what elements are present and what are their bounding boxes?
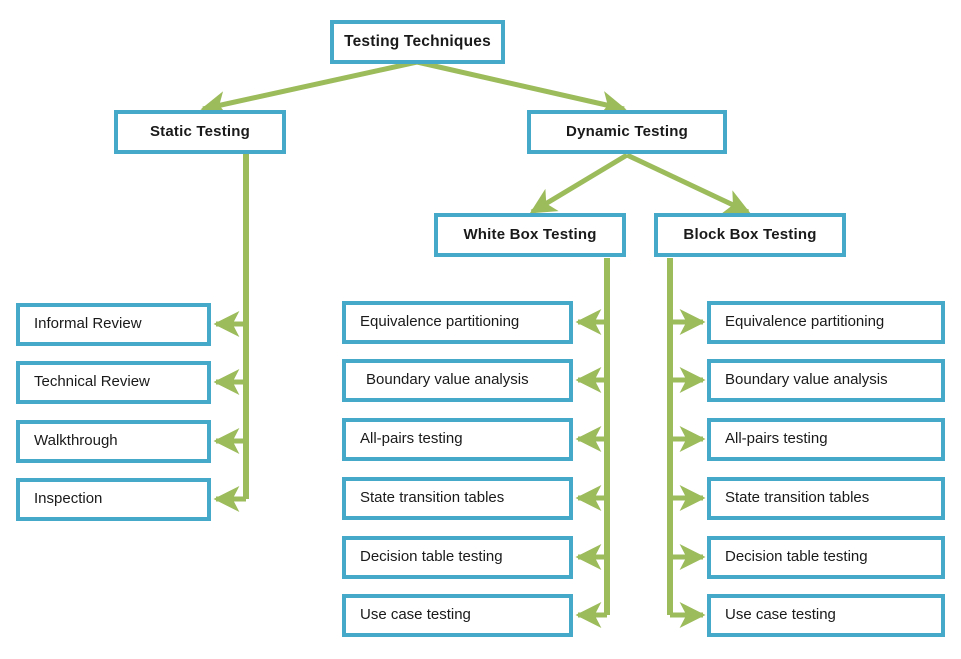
leaf-black-decision-table-testing[interactable]: Decision table testing	[707, 536, 945, 579]
leaf-white-use-case-testing[interactable]: Use case testing	[342, 594, 573, 637]
leaf-label: All-pairs testing	[360, 430, 463, 448]
leaf-inspection[interactable]: Inspection	[16, 478, 211, 521]
node-testing-techniques[interactable]: Testing Techniques	[330, 20, 505, 64]
node-label: Testing Techniques	[344, 33, 491, 51]
leaf-label: Use case testing	[725, 606, 836, 624]
leaf-white-equivalence-partitioning[interactable]: Equivalence partitioning	[342, 301, 573, 344]
leaf-black-all-pairs-testing[interactable]: All-pairs testing	[707, 418, 945, 461]
node-label: Block Box Testing	[683, 225, 817, 243]
leaf-label: State transition tables	[725, 489, 870, 507]
leaf-black-boundary-value-analysis[interactable]: Boundary value analysis	[707, 359, 945, 402]
leaf-technical-review[interactable]: Technical Review	[16, 361, 211, 404]
leaf-white-decision-table-testing[interactable]: Decision table testing	[342, 536, 573, 579]
leaf-label: Boundary value analysis	[725, 371, 888, 389]
leaf-label: All-pairs testing	[725, 430, 828, 448]
node-white-box-testing[interactable]: White Box Testing	[434, 213, 626, 257]
leaf-label: Equivalence partitioning	[725, 313, 885, 331]
leaf-white-all-pairs-testing[interactable]: All-pairs testing	[342, 418, 573, 461]
edge-root-to-static	[200, 59, 418, 117]
leaf-label: Technical Review	[34, 373, 150, 391]
leaf-black-state-transition-tables[interactable]: State transition tables	[707, 477, 945, 520]
edge-dynamic-to-whitebox	[529, 152, 629, 215]
leaf-black-equivalence-partitioning[interactable]: Equivalence partitioning	[707, 301, 945, 344]
node-block-box-testing[interactable]: Block Box Testing	[654, 213, 846, 257]
leaf-black-use-case-testing[interactable]: Use case testing	[707, 594, 945, 637]
node-dynamic-testing[interactable]: Dynamic Testing	[527, 110, 727, 154]
leaf-walkthrough[interactable]: Walkthrough	[16, 420, 211, 463]
leaf-label: Decision table testing	[725, 548, 868, 566]
leaf-white-boundary-value-analysis[interactable]: Boundary value analysis	[342, 359, 573, 402]
leaf-label: Equivalence partitioning	[360, 313, 520, 331]
leaf-label: Informal Review	[34, 315, 142, 333]
edge-dynamic-to-blackbox	[625, 152, 751, 215]
node-label: White Box Testing	[463, 225, 597, 243]
node-static-testing[interactable]: Static Testing	[114, 110, 286, 154]
leaf-label: Use case testing	[360, 606, 471, 624]
node-label: Dynamic Testing	[566, 122, 688, 140]
leaf-label: Decision table testing	[360, 548, 503, 566]
leaf-white-state-transition-tables[interactable]: State transition tables	[342, 477, 573, 520]
leaf-label: Walkthrough	[34, 432, 118, 450]
node-label: Static Testing	[149, 122, 251, 140]
leaf-informal-review[interactable]: Informal Review	[16, 303, 211, 346]
leaf-label: Boundary value analysis	[366, 371, 529, 389]
leaf-label: Inspection	[34, 490, 103, 508]
leaf-label: State transition tables	[360, 489, 505, 507]
edge-root-to-dynamic	[416, 59, 627, 117]
